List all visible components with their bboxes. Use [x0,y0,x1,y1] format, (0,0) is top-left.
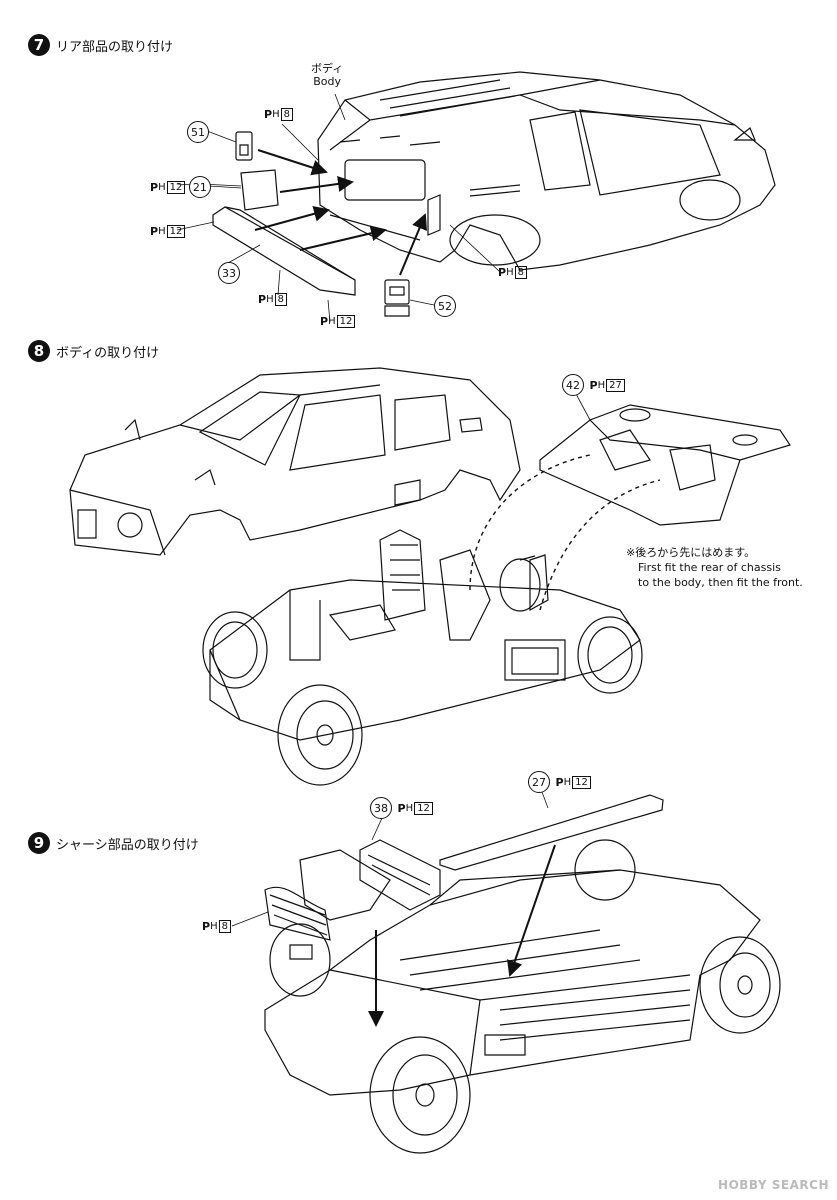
step-8-title: ボディの取り付け [56,345,160,361]
note-en-1: First fit the rear of chassis [638,561,781,574]
step8-interior [540,405,790,525]
body-label-en: Body [313,75,341,88]
part-number: 38 [370,797,392,819]
step-7-title: リア部品の取り付け [56,39,174,55]
assembly-note: ※後ろから先にはめます。 First fit the rear of chass… [626,545,803,590]
step-8-heading: 8 ボディの取り付け [28,340,159,362]
step-9-title: シャーシ部品の取り付け [56,837,199,853]
step-9-number: 9 [28,832,50,854]
step8-wheels [203,559,642,785]
part-number: 52 [434,295,456,317]
step9-leaders [232,792,548,926]
step9-arrows [368,845,555,1027]
part-number: 21 [188,176,211,198]
part-51-callout: 51 [187,121,209,143]
part-33-callout: 33 [218,262,240,284]
step8-guide-lines [470,455,660,610]
step8-chassis [210,530,640,740]
step7-leaders [177,94,500,322]
body-label-jp: ボディ [311,62,344,75]
step8-leaders [575,392,590,420]
step-9-heading: 9 シャーシ部品の取り付け [28,832,199,854]
step9-chassis [265,870,760,1095]
step-7-number: 7 [28,34,50,56]
step7-car-rear [318,72,775,270]
step7-parts [213,132,440,316]
step9-wheels [270,840,780,1153]
step-8-number: 8 [28,340,50,362]
part-number: 42 [562,374,584,396]
body-label: ボディ Body [311,62,343,88]
note-jp: ※後ろから先にはめます。 [626,546,756,559]
step7-arrows [255,150,427,275]
part-number: 27 [528,771,550,793]
step9-parts [265,795,663,959]
note-en-2: to the body, then fit the front. [638,576,803,589]
step-7-heading: 7 リア部品の取り付け [28,34,173,56]
part-52-callout: 52 [434,295,456,317]
step8-body [70,368,520,555]
part-number: 51 [187,121,209,143]
watermark: HOBBY SEARCH [718,1178,829,1192]
part-number: 33 [218,262,240,284]
